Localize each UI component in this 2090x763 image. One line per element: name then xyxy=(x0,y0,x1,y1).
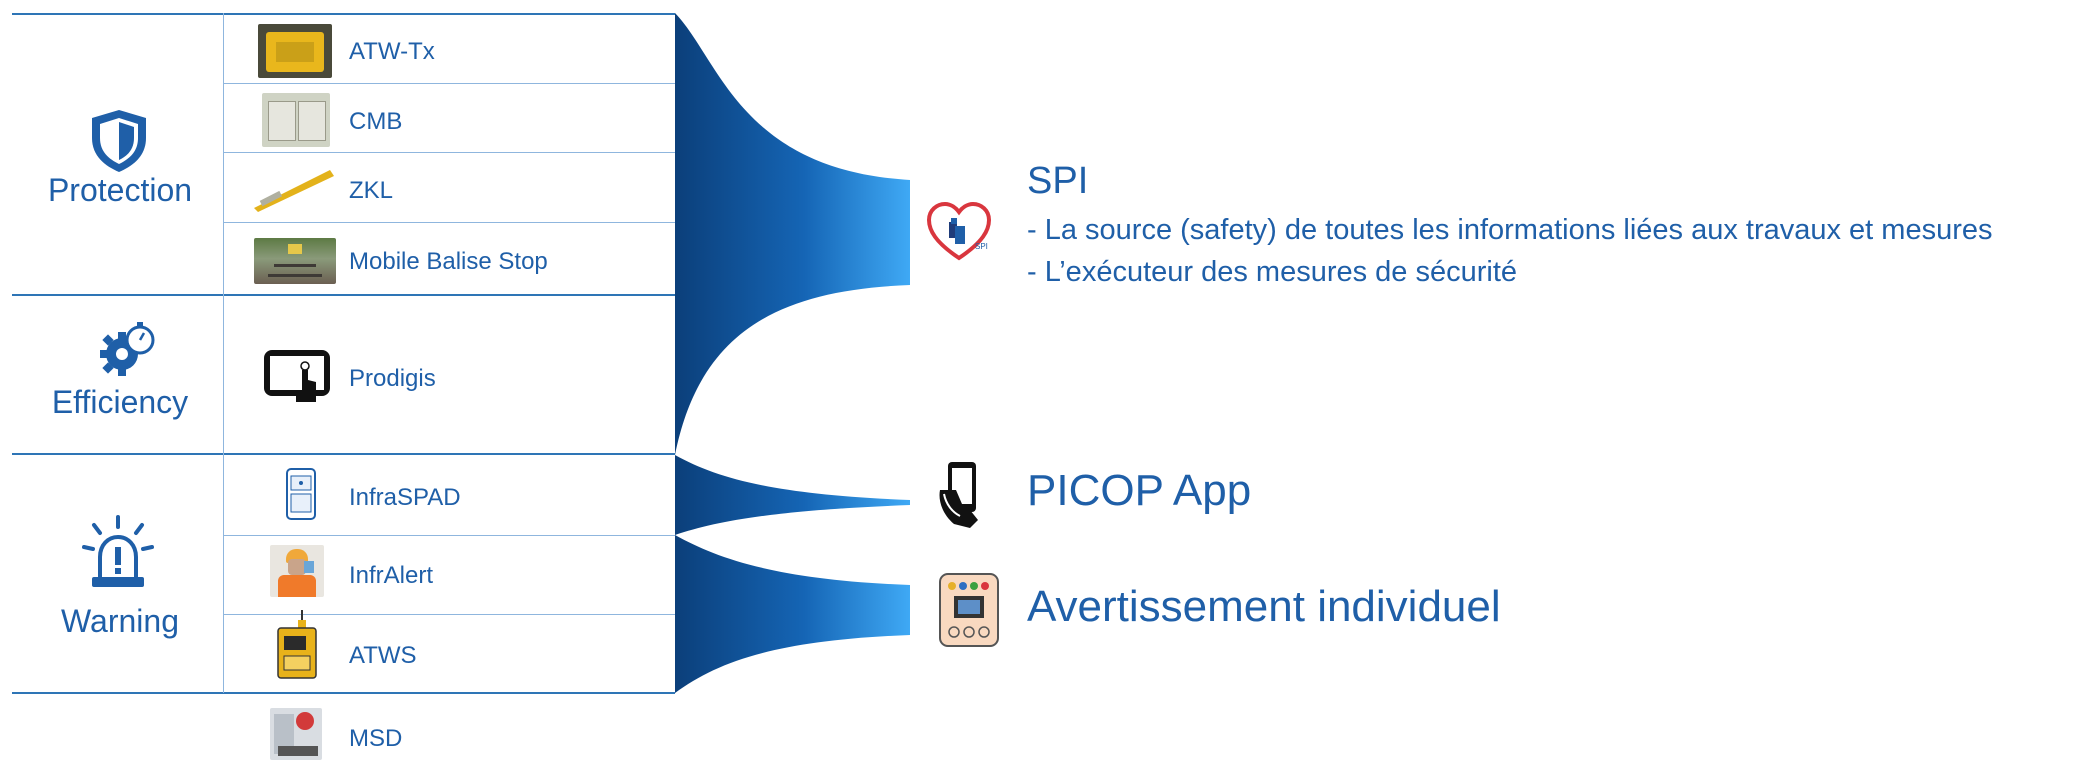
shield-icon xyxy=(88,108,150,174)
track-balise-photo xyxy=(254,238,336,284)
avertissement-title: Avertissement individuel xyxy=(1027,582,1501,631)
spi-description-line-1: - La source (safety) de toutes les infor… xyxy=(1027,214,1993,246)
item-label-infralert: InfrAlert xyxy=(349,562,434,589)
divider xyxy=(223,152,675,153)
divider xyxy=(223,614,675,615)
divider xyxy=(223,535,675,536)
gear-stopwatch-icon xyxy=(98,320,158,378)
divider xyxy=(223,83,675,84)
cmb-device-photo xyxy=(262,93,330,147)
heart-shield-icon xyxy=(925,201,993,264)
divider xyxy=(12,294,675,296)
msd-photo xyxy=(270,708,322,760)
spi-icon-caption: SPI xyxy=(975,242,988,251)
picop-title: PICOP App xyxy=(1027,466,1252,515)
spi-description-line-2: - L’exécuteur des mesures de sécurité xyxy=(1027,256,1518,288)
atws-device-photo xyxy=(274,608,320,682)
item-label-mobile-balise-stop: Mobile Balise Stop xyxy=(349,248,548,275)
divider xyxy=(223,222,675,223)
item-label-cmb: CMB xyxy=(349,108,403,135)
divider xyxy=(12,13,675,15)
item-label-infraspad: InfraSPAD xyxy=(349,484,461,511)
warning-device-icon xyxy=(938,572,1000,648)
item-label-prodigis: Prodigis xyxy=(349,365,436,392)
divider xyxy=(12,453,675,455)
funnel-to-spi xyxy=(675,13,910,455)
worker-photo xyxy=(270,545,324,597)
category-label-protection: Protection xyxy=(47,172,193,208)
divider xyxy=(223,13,224,693)
atw-tx-device-photo xyxy=(258,24,332,78)
item-label-atws: ATWS xyxy=(349,642,417,669)
divider xyxy=(12,692,675,694)
funnel-to-picop xyxy=(675,455,910,535)
item-label-atw-tx: ATW-Tx xyxy=(349,38,435,65)
category-label-warning: Warning xyxy=(61,603,179,639)
item-label-zkl: ZKL xyxy=(349,177,394,204)
funnel-to-avertissement xyxy=(675,535,910,693)
item-label-msd: MSD xyxy=(349,725,403,752)
phone-app-icon xyxy=(286,468,316,520)
category-label-efficiency: Efficiency xyxy=(51,384,189,420)
spi-title: SPI xyxy=(1027,160,1089,202)
tablet-touch-icon xyxy=(262,346,334,406)
alarm-siren-icon xyxy=(80,515,156,593)
hand-phone-icon xyxy=(934,460,990,530)
zkl-device-photo xyxy=(250,164,336,214)
